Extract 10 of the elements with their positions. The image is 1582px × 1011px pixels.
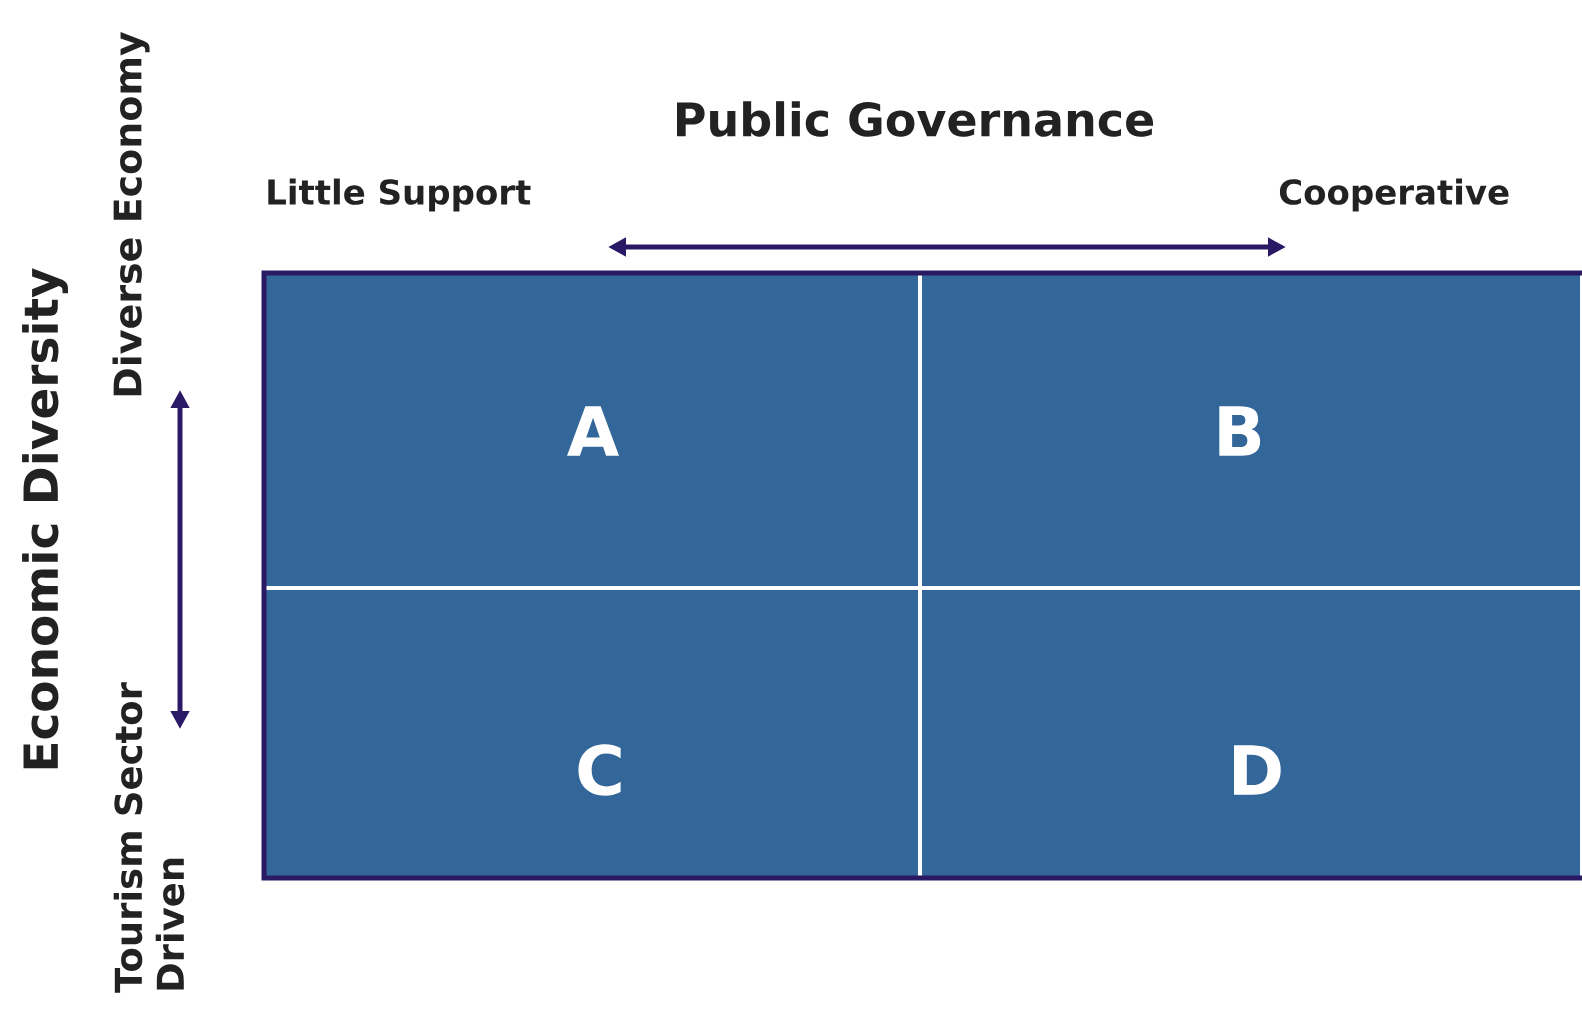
quadrant-box: D: [918, 586, 1582, 880]
quadrant-box: A: [262, 271, 922, 590]
axis-label: Public Governance: [677, 101, 1154, 137]
axis-label: Economic Diversity: [22, 268, 68, 769]
quadrant-box: C: [262, 586, 922, 880]
axis-label: Little Support: [268, 178, 531, 212]
quadrant-box: B: [918, 271, 1582, 590]
axis-label: Cooperative: [1279, 178, 1509, 212]
axis-label: Diverse Economy: [112, 31, 150, 396]
axis-label: Tourism Sector Driven: [113, 682, 185, 993]
